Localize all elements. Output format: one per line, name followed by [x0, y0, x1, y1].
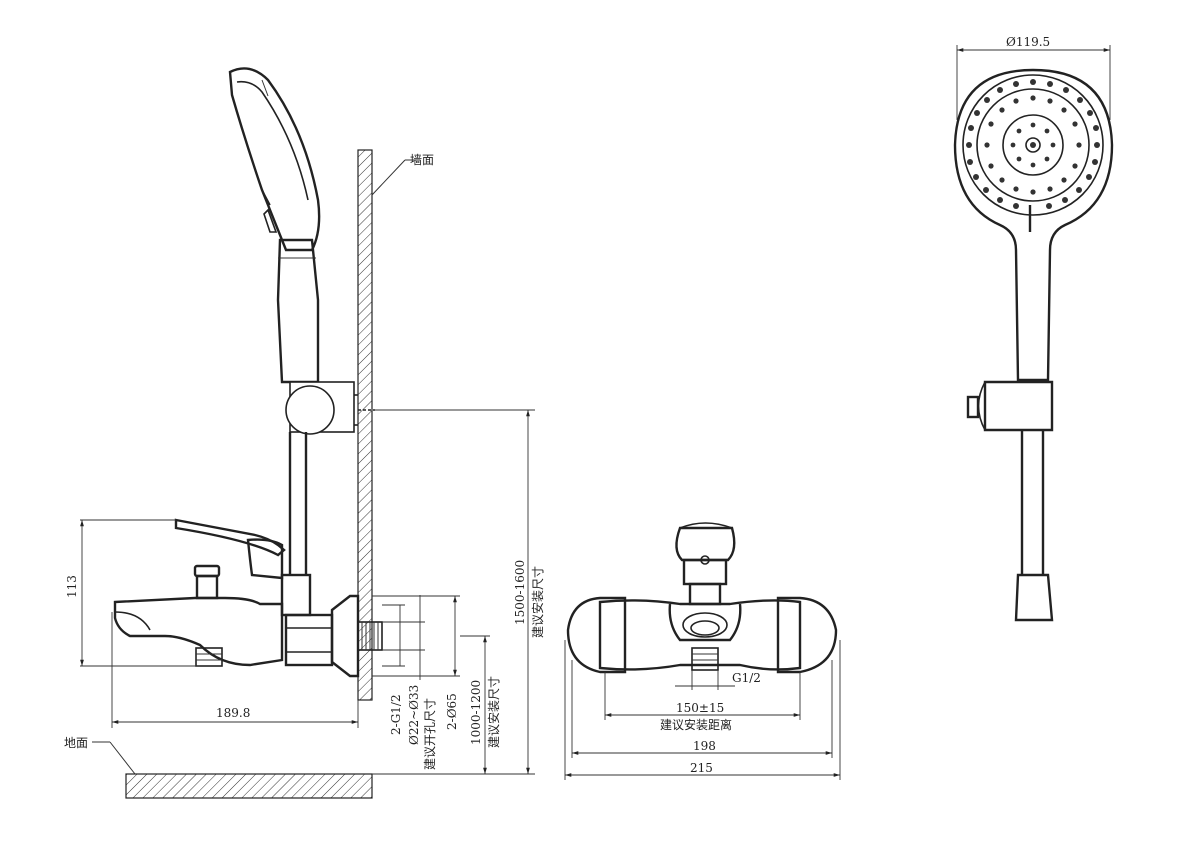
- body-width-label: 198: [693, 739, 716, 753]
- nozzles: [966, 79, 1100, 209]
- bracket-side: [285, 381, 375, 435]
- front-thread-label: G1/2: [732, 671, 761, 685]
- bore-note-label: 建议开孔尺寸: [423, 698, 437, 770]
- overall-width-label: 215: [690, 761, 713, 775]
- showerhead-dia-label: Ø119.5: [1006, 35, 1050, 49]
- side-view: 113 189.8 2-G1/2 Ø22~Ø33 建议开孔尺寸 2-Ø65 10…: [64, 67, 545, 799]
- wall-hatch: [357, 149, 373, 701]
- spout-height-label: 113: [65, 575, 79, 598]
- projection-label: 189.8: [216, 706, 250, 720]
- hand-shower-side: [228, 67, 321, 384]
- mixer-side: [113, 518, 383, 678]
- shower-head-front: Ø119.5: [953, 35, 1114, 622]
- inlet-thread-label: 2-G1/2: [389, 694, 403, 735]
- center-distance-label: 150±15: [676, 701, 724, 715]
- bracket-height-note: 建议安装尺寸: [530, 566, 545, 638]
- floor-hatch: [125, 773, 373, 799]
- center-distance-note: 建议安装距离: [660, 717, 732, 732]
- mixer-height-note: 建议安装尺寸: [486, 676, 501, 748]
- front-view: G1/2 150±15 建议安装距离 198 215: [564, 522, 841, 780]
- mixer-height-label: 1000-1200: [469, 680, 483, 745]
- floor-label: 地面: [64, 736, 88, 750]
- bracket-height-label: 1500-1600: [513, 560, 527, 625]
- wall-label: 墙面: [410, 153, 434, 167]
- bore-range-label: Ø22~Ø33: [407, 685, 421, 745]
- cover-dia-label: 2-Ø65: [445, 693, 459, 730]
